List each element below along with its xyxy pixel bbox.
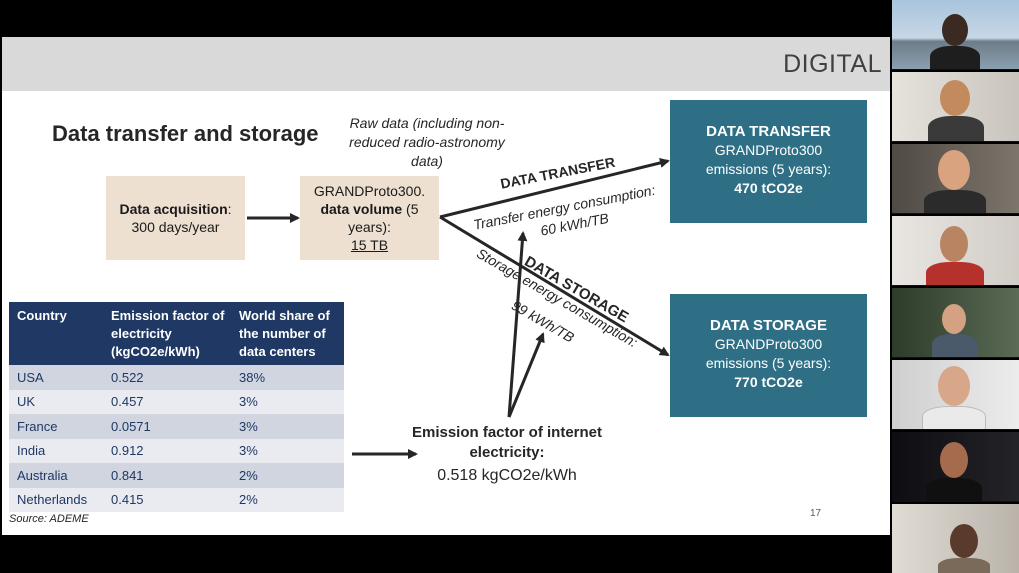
- presentation-slide: DIGITAL Data transfer and storage Raw da…: [2, 37, 890, 535]
- arrow-ef-to-storage: [507, 332, 545, 418]
- table-cell: 2%: [231, 463, 344, 488]
- flow-arrows: [247, 158, 670, 459]
- participant-video-tile[interactable]: [892, 432, 1019, 502]
- arrow-to-transfer: [439, 158, 670, 219]
- page-number: 17: [810, 508, 822, 519]
- table-cell: 0.457: [103, 389, 231, 414]
- table-cell: 0.912: [103, 438, 231, 463]
- table-cell: France: [9, 414, 103, 439]
- volume-line1: GRANDProto300.: [313, 183, 426, 199]
- acquisition-colon: :: [227, 201, 232, 217]
- participant-video-tile[interactable]: [892, 504, 1019, 573]
- slide-title: Data transfer and storage: [52, 121, 319, 146]
- header-title: DIGITAL: [783, 50, 882, 78]
- acquisition-detail: 300 days/year: [131, 219, 220, 235]
- participant-video-strip: [891, 0, 1019, 573]
- source-note: Source: ADEME: [9, 513, 89, 525]
- storage-box-line1: GRANDProto300: [714, 336, 823, 352]
- table-row: France 0.0571 3%: [9, 414, 344, 439]
- storage-emissions-box: DATA STORAGE GRANDProto300 emissions (5 …: [670, 294, 867, 417]
- emission-factor-title: Emission factor of internet electricity:: [411, 424, 603, 461]
- emission-factor-value: 0.518 kgCO2e/kWh: [437, 467, 577, 484]
- table-cell: UK: [9, 389, 103, 414]
- table-cell: 2%: [231, 487, 344, 512]
- storage-box-title: DATA STORAGE: [710, 317, 827, 334]
- table-cell: 38%: [231, 365, 344, 390]
- acquisition-label: Data acquisition: [119, 201, 228, 217]
- transfer-emissions-box: DATA TRANSFER GRANDProto300 emissions (5…: [670, 100, 867, 223]
- table-cell: India: [9, 438, 103, 463]
- data-acquisition-box: Data acquisition: 300 days/year: [106, 176, 245, 260]
- volume-value: 15 TB: [350, 237, 389, 253]
- arrow-to-storage: [439, 215, 670, 357]
- table-cell: 3%: [231, 414, 344, 439]
- participant-video-tile[interactable]: [892, 216, 1019, 286]
- table-cell: USA: [9, 365, 103, 390]
- table-cell: 0.0571: [103, 414, 231, 439]
- table-header-row: Country Emission factor of electricity (…: [9, 302, 344, 365]
- table-cell: 3%: [231, 438, 344, 463]
- participant-video-tile[interactable]: [892, 360, 1019, 430]
- table-cell: 0.841: [103, 463, 231, 488]
- table-cell: Netherlands: [9, 487, 103, 512]
- raw-data-note: Raw data (including non-reduced radio-as…: [349, 115, 505, 169]
- volume-line3: years):: [348, 219, 391, 235]
- storage-box-line2: emissions (5 years):: [705, 355, 832, 371]
- table-row: Australia 0.841 2%: [9, 463, 344, 488]
- table-row: USA 0.522 38%: [9, 365, 344, 390]
- volume-paren: (5: [402, 201, 419, 217]
- transfer-box-value: 470 tCO2e: [734, 180, 803, 196]
- table-row: Netherlands 0.415 2%: [9, 487, 344, 512]
- participant-video-tile[interactable]: [892, 144, 1019, 214]
- participant-video-tile[interactable]: [892, 72, 1019, 142]
- volume-bold: data volume: [320, 201, 403, 217]
- table-cell: Australia: [9, 463, 103, 488]
- emission-factor-block: Emission factor of internet electricity:…: [398, 423, 616, 487]
- table-header-cell: World share of the number of data center…: [231, 302, 344, 365]
- slide-header-bar: DIGITAL: [2, 37, 890, 91]
- participant-video-tile[interactable]: [892, 288, 1019, 358]
- arrow-ef-to-transfer: [507, 231, 528, 418]
- table-header-cell: Country: [9, 302, 103, 365]
- table-cell: 3%: [231, 389, 344, 414]
- transfer-box-title: DATA TRANSFER: [706, 123, 831, 140]
- table-row: India 0.912 3%: [9, 438, 344, 463]
- transfer-box-line1: GRANDProto300: [714, 142, 823, 158]
- table-row: UK 0.457 3%: [9, 389, 344, 414]
- table-cell: 0.415: [103, 487, 231, 512]
- table-cell: 0.522: [103, 365, 231, 390]
- emission-factor-table: Country Emission factor of electricity (…: [9, 302, 344, 512]
- data-volume-box: GRANDProto300. data volume (5 years): 15…: [300, 176, 439, 260]
- participant-video-tile[interactable]: [892, 0, 1019, 70]
- storage-box-value: 770 tCO2e: [734, 374, 803, 390]
- transfer-box-line2: emissions (5 years):: [705, 161, 832, 177]
- table-header-cell: Emission factor of electricity (kgCO2e/k…: [103, 302, 231, 365]
